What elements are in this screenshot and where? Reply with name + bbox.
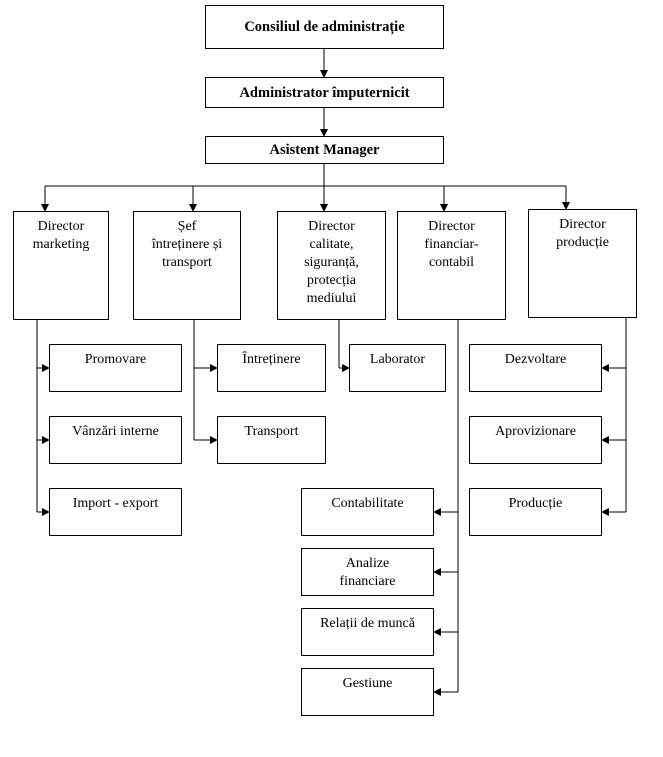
dept-contabilitate-box: Contabilitate	[301, 488, 434, 536]
dept-gestiune-label: Gestiune	[342, 676, 393, 691]
board-label: Consiliul de administrație	[244, 19, 405, 35]
dept-gestiune-box: Gestiune	[301, 668, 434, 716]
dept-laborator-box: Laborator	[349, 344, 446, 392]
dept-import-box: Import - export	[49, 488, 182, 536]
assistant-label: Asistent Manager	[269, 142, 380, 158]
director-marketing-label: Director marketing	[32, 219, 90, 252]
director-production-box: Director producție	[528, 209, 637, 318]
dept-intretinere-label: Întreținere	[242, 352, 301, 367]
dept-dezvoltare-label: Dezvoltare	[504, 352, 567, 367]
dept-promovare-box: Promovare	[49, 344, 182, 392]
dept-relatii-box: Relații de muncă	[301, 608, 434, 656]
admin-box: Administrator împuternicit	[205, 77, 444, 108]
director-quality-label: Director calitate, siguranță, protecția …	[304, 219, 359, 306]
director-marketing-box: Director marketing	[13, 211, 109, 320]
director-maintenance-label: Șef întreținere și transport	[151, 219, 223, 270]
director-production-label: Director producție	[556, 217, 609, 250]
dept-transport-box: Transport	[217, 416, 326, 464]
director-finance-box: Director financiar- contabil	[397, 211, 506, 320]
dept-transport-label: Transport	[244, 424, 299, 439]
assistant-box: Asistent Manager	[205, 136, 444, 164]
dept-analize-box: Analize financiare	[301, 548, 434, 596]
dept-aprovizionare-box: Aprovizionare	[469, 416, 602, 464]
director-maintenance-box: Șef întreținere și transport	[133, 211, 241, 320]
dept-vanzari-box: Vânzări interne	[49, 416, 182, 464]
director-finance-label: Director financiar- contabil	[424, 219, 479, 270]
admin-label: Administrator împuternicit	[239, 84, 410, 101]
dept-vanzari-label: Vânzări interne	[72, 424, 159, 439]
board-box: Consiliul de administrație	[205, 5, 444, 49]
dept-aprovizionare-label: Aprovizionare	[495, 424, 576, 439]
dept-analize-label: Analize financiare	[339, 556, 396, 589]
dept-contabilitate-label: Contabilitate	[331, 496, 404, 511]
dept-productie-box: Producție	[469, 488, 602, 536]
dept-intretinere-box: Întreținere	[217, 344, 326, 392]
dept-promovare-label: Promovare	[84, 352, 147, 367]
dept-laborator-label: Laborator	[369, 352, 426, 367]
dept-import-label: Import - export	[72, 496, 159, 511]
director-quality-box: Director calitate, siguranță, protecția …	[277, 211, 386, 320]
dept-productie-label: Producție	[508, 496, 563, 511]
dept-relatii-label: Relații de muncă	[320, 616, 415, 631]
dept-dezvoltare-box: Dezvoltare	[469, 344, 602, 392]
